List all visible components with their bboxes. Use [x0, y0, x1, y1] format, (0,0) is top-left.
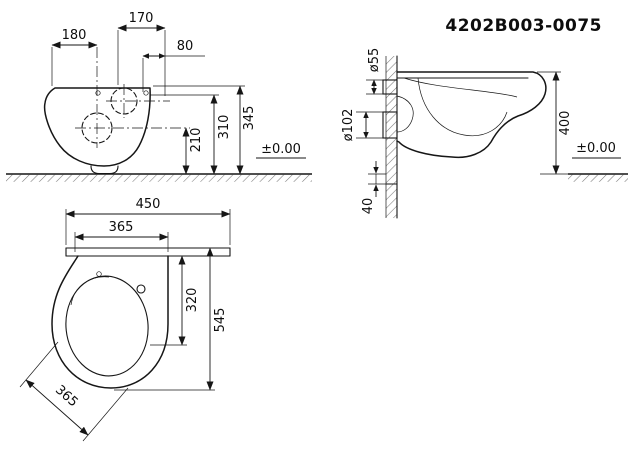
front-dim-310-lines: [150, 94, 219, 175]
front-pan-outline: [43, 87, 151, 167]
plan-dim-545: 545: [213, 308, 228, 333]
plan-dim-365-diag: 365: [52, 383, 80, 411]
outlet-circle-hidden: [81, 112, 113, 144]
plan-hole-small: [96, 271, 102, 277]
plan-dim-450-lines: [65, 209, 231, 245]
side-dim-400-lines: [537, 71, 561, 175]
front-centerlines: [75, 47, 190, 148]
side-dim-d55: ø55: [367, 48, 382, 73]
front-dim-170-lines: [117, 24, 166, 96]
plan-dim-320-lines: [150, 255, 187, 346]
front-dim-180-lines: [51, 41, 98, 86]
inlet-pipe-section: [382, 79, 398, 95]
front-dim-170: 170: [129, 11, 154, 26]
side-dim-400: 400: [558, 111, 573, 136]
plan-dim-450: 450: [136, 197, 161, 212]
plan-pan-outline: [51, 255, 169, 389]
side-pan-interior: [396, 77, 518, 137]
outlet-pipe-section: [382, 111, 398, 139]
plan-dim-365-diag-lines: [19, 341, 129, 442]
side-dim-40-lines: [368, 161, 398, 197]
plan-dim-320: 320: [185, 288, 200, 313]
fixing-hole-left: [95, 90, 101, 96]
side-dim-40: 40: [361, 198, 376, 215]
front-dim-180: 180: [62, 28, 87, 43]
front-pan-foot: [90, 165, 119, 175]
plan-view: 450 365 320 545 365: [19, 197, 231, 442]
front-datum-label: ±0.00: [261, 142, 301, 157]
plan-dim-365-lines: [74, 232, 169, 252]
side-pan-outline: [396, 71, 547, 159]
front-dim-345: 345: [242, 106, 257, 131]
front-dim-210: 210: [189, 128, 204, 153]
plan-hole: [136, 284, 146, 294]
side-dim-d55-lines: [366, 79, 383, 95]
plan-rim-arc: [70, 276, 110, 306]
side-floor: [540, 173, 628, 182]
plan-bowl-opening: [65, 275, 149, 377]
plan-dim-545-lines: [114, 247, 215, 391]
product-code-title: 4202B003-0075: [445, 16, 602, 36]
side-datum-label: ±0.00: [576, 141, 616, 156]
front-dim-310: 310: [217, 115, 232, 140]
front-view: 170 180 80 345 310 210 ±0.00: [6, 11, 312, 182]
front-floor: [6, 173, 312, 182]
front-dim-80-lines: [142, 53, 205, 92]
front-dim-345-lines: [153, 85, 245, 175]
fixing-hole-right: [143, 90, 149, 96]
plan-wall-strip: [65, 247, 231, 257]
side-view: ø55 ø102 400 40 ±0.00: [341, 48, 628, 219]
side-dim-d102-lines: [356, 111, 383, 139]
front-dim-80: 80: [177, 39, 194, 54]
plan-dim-365-width: 365: [109, 220, 134, 235]
side-dim-d102: ø102: [341, 109, 356, 142]
